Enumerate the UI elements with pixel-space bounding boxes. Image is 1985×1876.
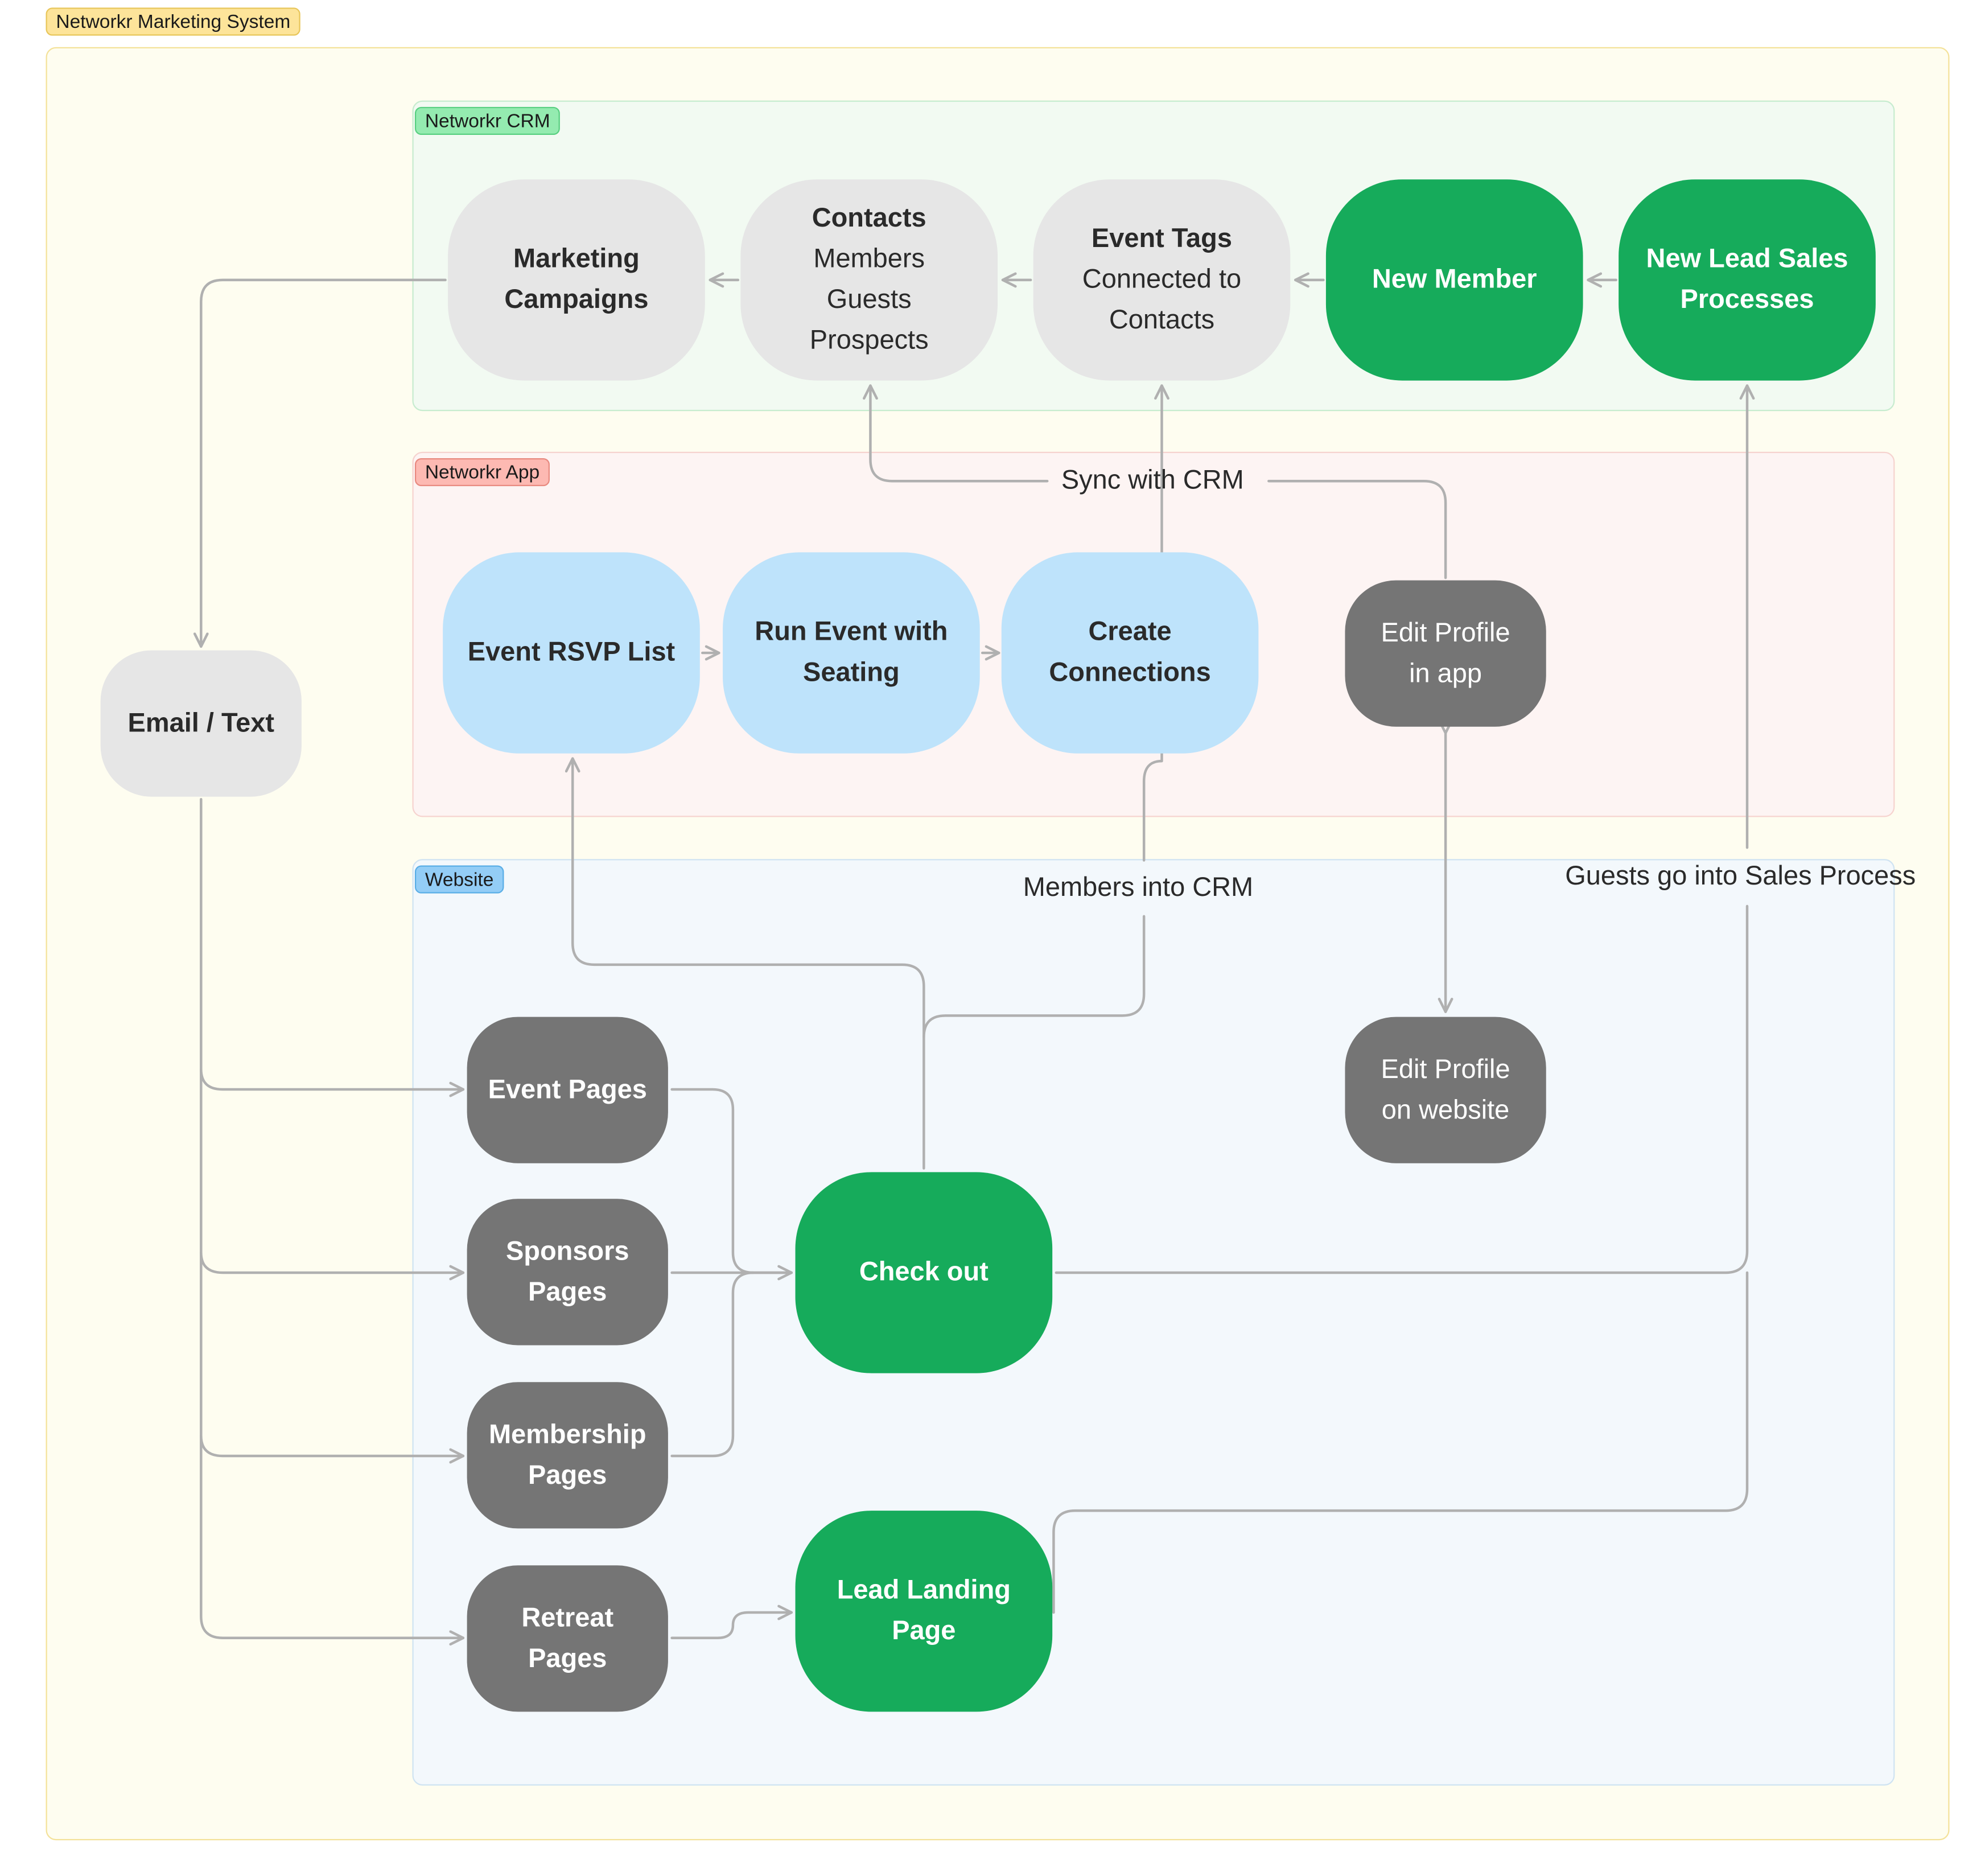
- node-run-event-line2: Seating: [803, 658, 900, 688]
- node-contacts-line1: Members: [813, 244, 925, 274]
- node-event-rsvp-label: Event RSVP List: [467, 637, 676, 667]
- node-edit-profile-web-line2: on website: [1381, 1095, 1510, 1125]
- edge-event-pages-to-checkout: [670, 1088, 793, 1281]
- node-check-out[interactable]: Check out: [795, 1172, 1053, 1373]
- node-membership-pages-line1: Membership: [488, 1420, 646, 1449]
- node-event-tags-line1: Connected to: [1082, 265, 1242, 294]
- node-create-connections-line1: Create: [1088, 617, 1172, 647]
- node-event-pages-label: Event Pages: [488, 1075, 647, 1104]
- node-new-lead-sales-line1: New Lead Sales: [1646, 244, 1848, 274]
- node-marketing-campaigns[interactable]: Marketing Campaigns: [448, 179, 705, 381]
- node-sponsors-pages[interactable]: Sponsors Pages: [467, 1199, 668, 1346]
- label-members-into-crm: Members into CRM: [1023, 873, 1254, 903]
- node-run-event-line1: Run Event with: [755, 617, 948, 647]
- node-lead-landing[interactable]: Lead Landing Page: [795, 1511, 1053, 1712]
- section-tag-app: Networkr App: [414, 458, 550, 487]
- edge-sync-with-crm: [870, 386, 1447, 579]
- node-new-lead-sales-line2: Processes: [1680, 285, 1814, 315]
- section-tag-crm: Networkr CRM: [414, 106, 561, 135]
- node-event-tags-title: Event Tags: [1091, 224, 1232, 253]
- edge-campaigns-to-email: [193, 278, 447, 648]
- edge-retreat-to-landing: [670, 1605, 793, 1639]
- node-retreat-pages[interactable]: Retreat Pages: [467, 1565, 668, 1712]
- node-retreat-pages-line1: Retreat: [521, 1603, 614, 1632]
- node-edit-profile-app[interactable]: Edit Profile in app: [1345, 580, 1546, 727]
- node-lead-landing-line2: Page: [892, 1616, 956, 1646]
- edge-checkout-to-rsvp: [565, 757, 925, 1170]
- edge-membership-to-checkout: [670, 1271, 755, 1458]
- node-run-event[interactable]: Run Event with Seating: [723, 552, 980, 754]
- node-email-text[interactable]: Email / Text: [100, 650, 302, 797]
- node-membership-pages[interactable]: Membership Pages: [467, 1382, 668, 1529]
- edge-checkout-to-sales: [1055, 386, 1747, 1274]
- section-tag-website: Website: [414, 865, 504, 894]
- node-email-text-label: Email / Text: [127, 708, 275, 738]
- node-event-pages[interactable]: Event Pages: [467, 1017, 668, 1163]
- node-event-tags[interactable]: Event Tags Connected to Contacts: [1033, 179, 1291, 381]
- section-tag-marketing-system: Networkr Marketing System: [46, 7, 301, 36]
- node-check-out-label: Check out: [859, 1257, 989, 1287]
- node-edit-profile-web-line1: Edit Profile: [1381, 1054, 1510, 1084]
- edge-email-to-event-pages: [200, 1068, 465, 1097]
- node-create-connections[interactable]: Create Connections: [1001, 552, 1259, 754]
- node-membership-pages-line2: Pages: [528, 1460, 607, 1490]
- node-contacts[interactable]: Contacts Members Guests Prospects: [740, 179, 998, 381]
- node-new-member[interactable]: New Member: [1325, 179, 1583, 381]
- edge-members-into-crm: [923, 386, 1162, 1039]
- node-edit-profile-app-line1: Edit Profile: [1381, 618, 1510, 648]
- node-event-tags-line2: Contacts: [1109, 305, 1215, 335]
- edge-landing-to-sales: [1052, 1271, 1749, 1614]
- node-lead-landing-line1: Lead Landing: [837, 1575, 1011, 1605]
- node-new-lead-sales[interactable]: New Lead Sales Processes: [1619, 179, 1876, 381]
- node-edit-profile-app-line2: in app: [1409, 659, 1482, 688]
- node-retreat-pages-line2: Pages: [528, 1643, 607, 1673]
- node-contacts-line3: Prospects: [809, 326, 929, 355]
- node-event-rsvp[interactable]: Event RSVP List: [443, 552, 700, 754]
- node-sponsors-pages-line1: Sponsors: [505, 1236, 629, 1266]
- node-create-connections-line2: Connections: [1049, 658, 1211, 688]
- node-contacts-title: Contacts: [812, 203, 926, 233]
- label-sync-with-crm: Sync with CRM: [1061, 466, 1244, 495]
- edge-email-to-membership: [200, 1434, 465, 1464]
- node-marketing-campaigns-line1: Marketing: [513, 244, 640, 274]
- edge-email-to-sponsors: [200, 1250, 465, 1281]
- node-marketing-campaigns-line2: Campaigns: [504, 285, 649, 315]
- node-sponsors-pages-line2: Pages: [528, 1277, 607, 1307]
- node-contacts-line2: Guests: [826, 285, 912, 315]
- node-edit-profile-web[interactable]: Edit Profile on website: [1345, 1017, 1546, 1163]
- edge-email-bus: [200, 797, 465, 1646]
- node-new-member-label: New Member: [1372, 265, 1537, 294]
- label-guests-into-sales: Guests go into Sales Process: [1565, 861, 1916, 891]
